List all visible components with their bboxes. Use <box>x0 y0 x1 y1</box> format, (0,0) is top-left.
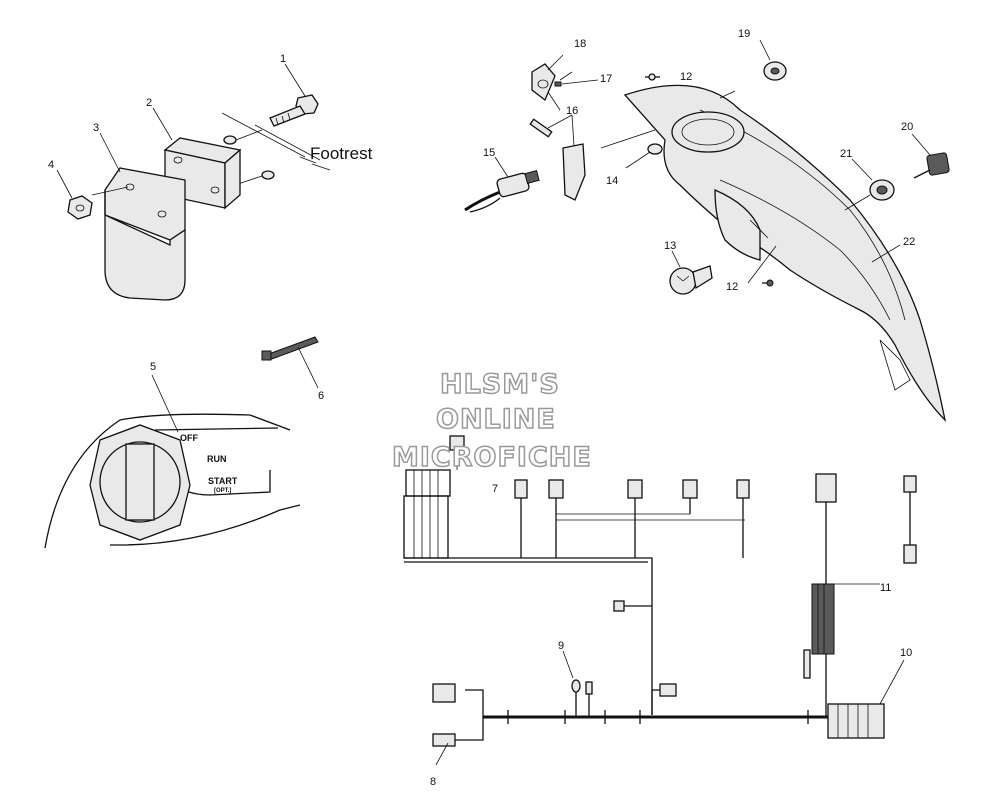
callout-1: 1 <box>280 53 286 65</box>
footrest-label: Footrest <box>310 144 373 163</box>
callout-9: 9 <box>558 640 564 652</box>
callout-8: 8 <box>430 776 436 788</box>
callout-5: 5 <box>150 361 156 373</box>
callout-18: 18 <box>574 38 586 50</box>
switch-run-label: RUN <box>207 454 227 464</box>
callout-7: 7 <box>492 483 498 495</box>
callout-10: 10 <box>900 647 912 659</box>
callout-12-top: 12 <box>680 71 692 83</box>
callout-3: 3 <box>93 122 99 134</box>
callout-20: 20 <box>901 121 913 133</box>
callout-6: 6 <box>318 390 324 402</box>
watermark-line1: HLSM'S <box>440 369 560 400</box>
callout-12-bottom: 12 <box>726 281 738 293</box>
mud-flap-assembly <box>56 63 331 301</box>
callout-13: 13 <box>664 240 676 252</box>
nut-part <box>67 195 93 220</box>
switch-start-label: START <box>208 476 238 486</box>
callout-17: 17 <box>600 73 612 85</box>
switch-off-label: OFF <box>180 433 198 443</box>
cable-tie-part <box>261 336 319 389</box>
hood-assembly <box>600 84 947 422</box>
mud-flap-part <box>91 167 186 301</box>
wiring-harness <box>403 435 917 766</box>
callout-19: 19 <box>738 28 750 40</box>
callout-numbers: 1 2 3 4 5 6 7 8 9 10 11 12 12 13 14 15 1… <box>48 28 915 788</box>
watermark-line3: MICROFICHE <box>392 442 592 473</box>
watermark-line2: ONLINE <box>436 404 556 435</box>
hood-hardware <box>464 39 950 295</box>
switch-opt-label: [OPT.] <box>214 488 231 494</box>
ignition-switch-panel <box>44 374 301 549</box>
callout-14: 14 <box>606 175 618 187</box>
callout-2: 2 <box>146 97 152 109</box>
callout-21: 21 <box>840 148 852 160</box>
callout-4: 4 <box>48 159 54 171</box>
bolt-part <box>269 94 319 127</box>
watermark: HLSM'S ONLINE MICROFICHE <box>391 368 592 474</box>
callout-22: 22 <box>903 236 915 248</box>
callout-11: 11 <box>880 582 891 594</box>
callout-15: 15 <box>483 147 495 159</box>
callout-16: 16 <box>566 105 578 117</box>
